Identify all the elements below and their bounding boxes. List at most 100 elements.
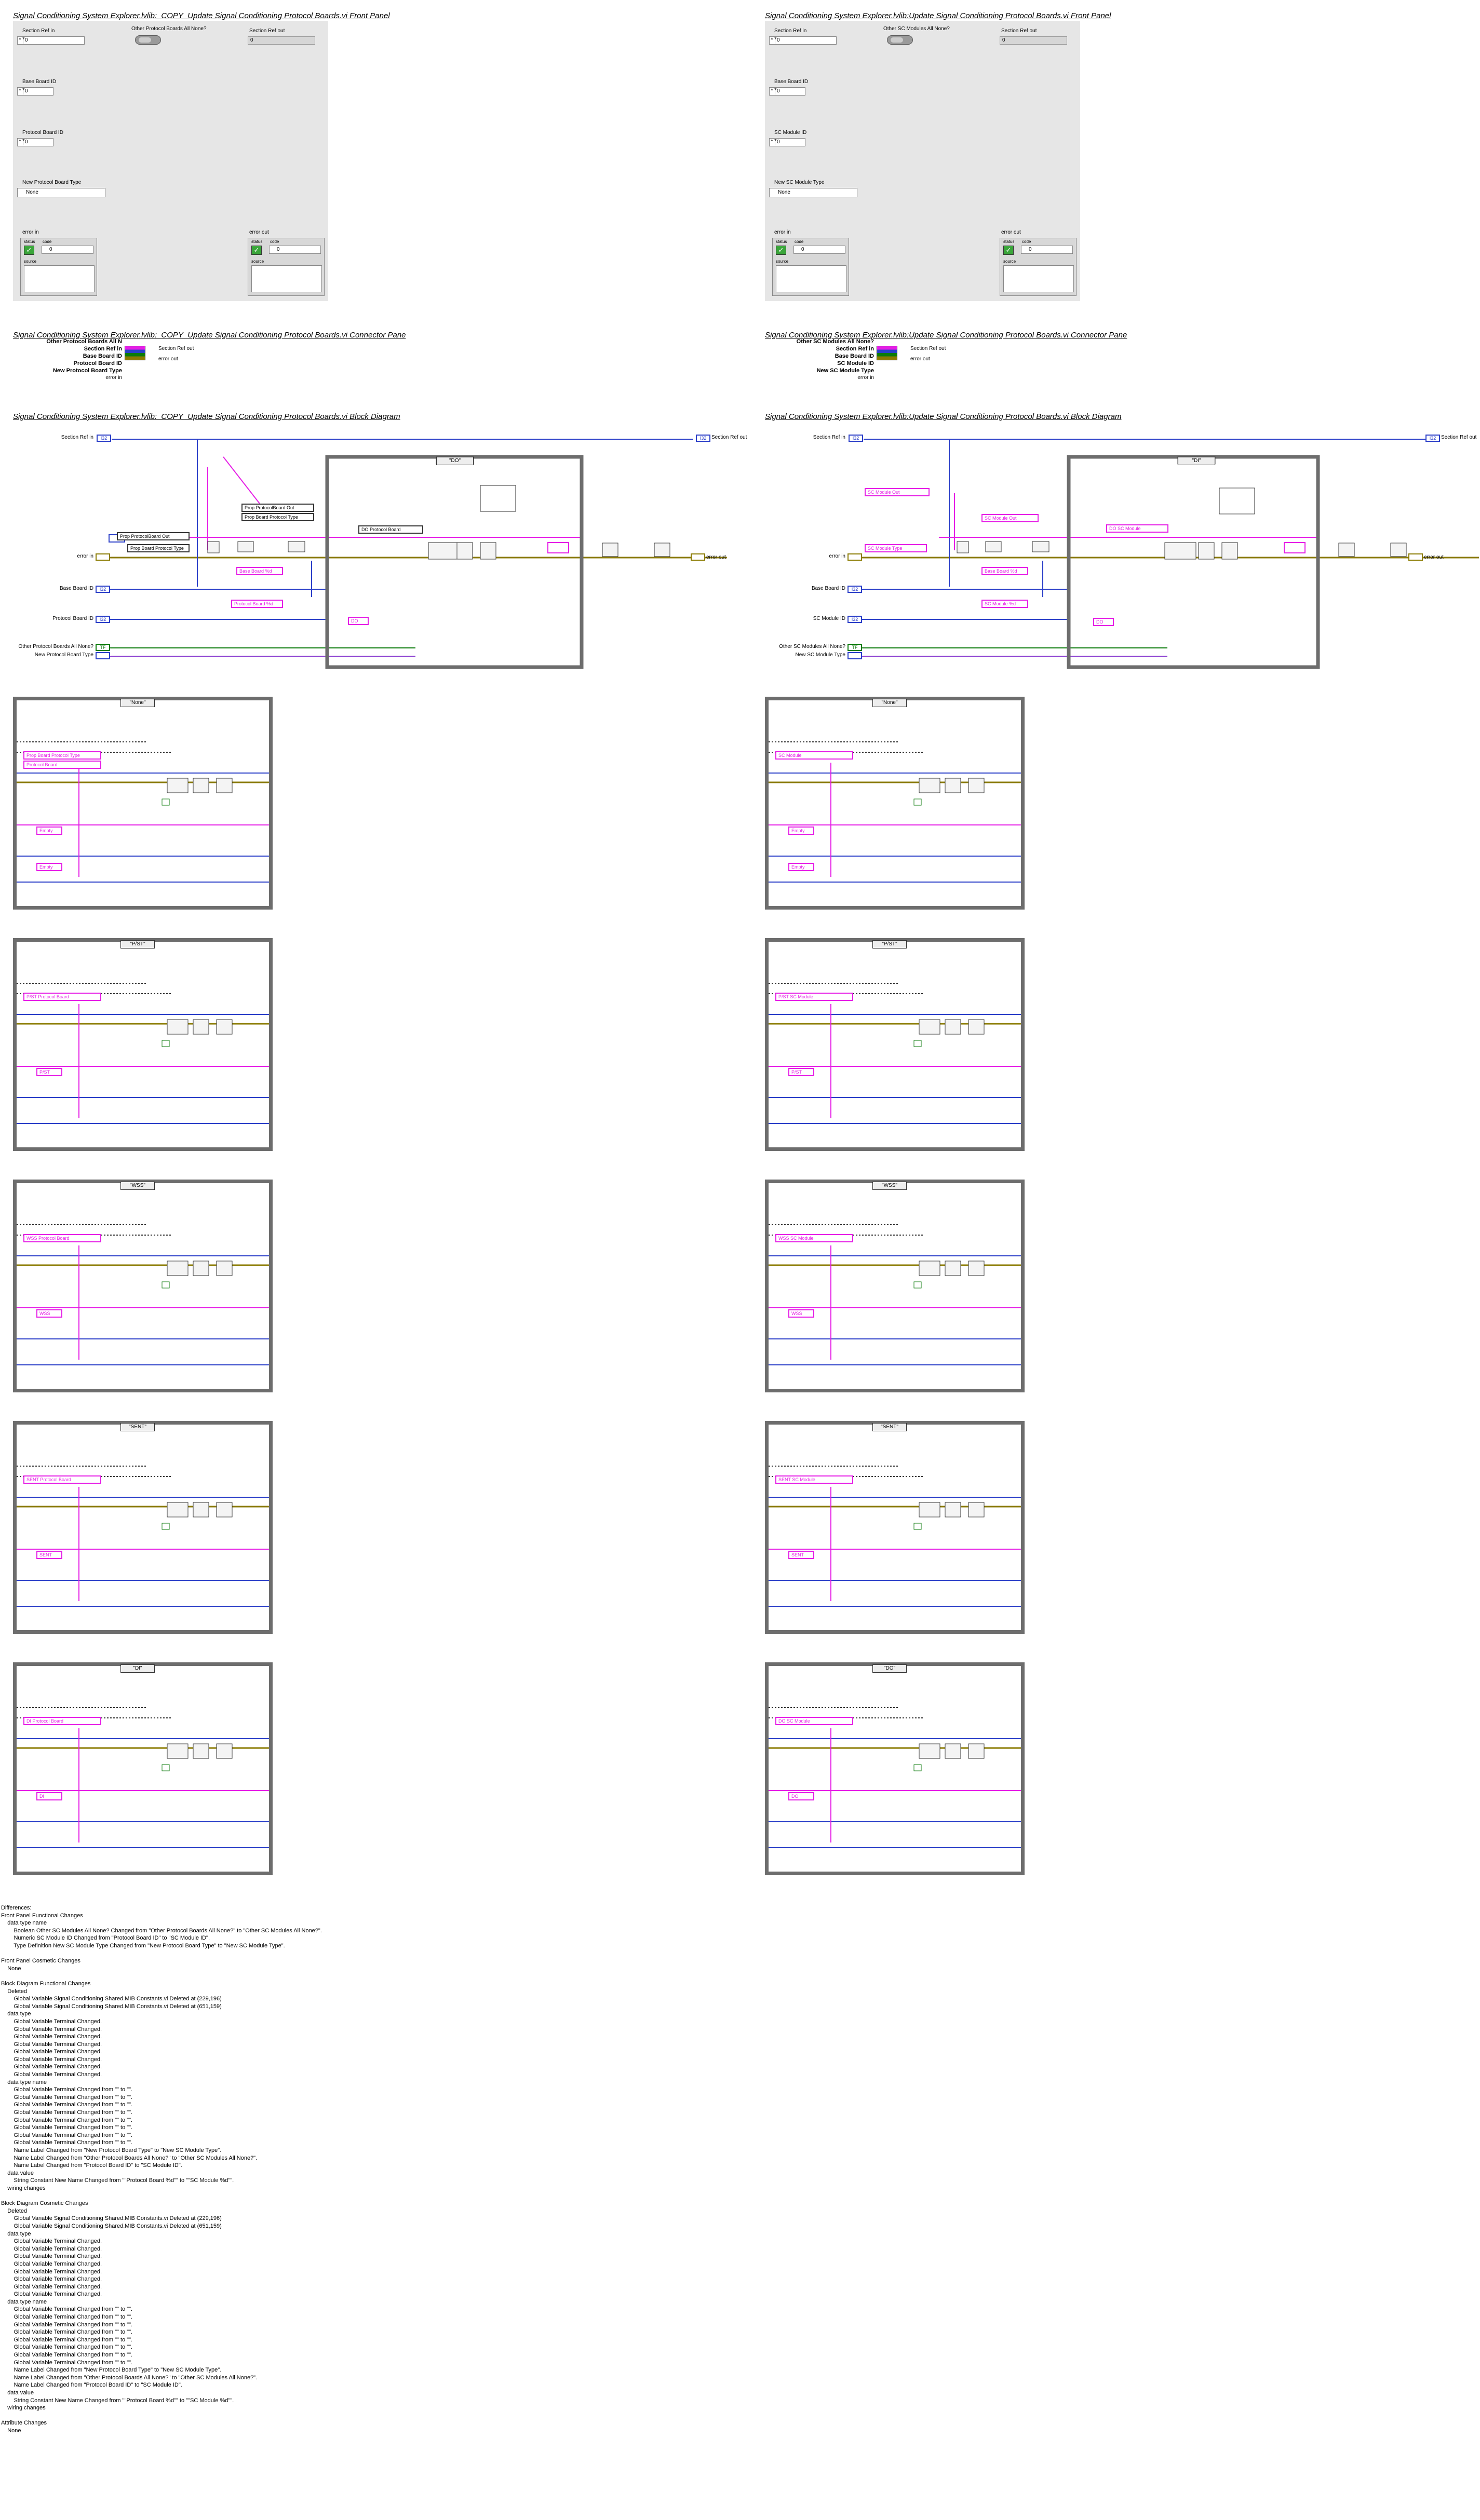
- bd-section-ref-in-label: Section Ref in: [61, 435, 93, 440]
- case-string-constant: P/ST: [788, 1068, 814, 1076]
- section-ref-in-label: Section Ref in: [774, 28, 807, 34]
- case-selector[interactable]: "DI": [120, 1664, 155, 1673]
- type-ring[interactable]: None: [769, 188, 857, 197]
- source-field[interactable]: [776, 265, 846, 292]
- type-label: New Protocol Board Type: [22, 180, 82, 185]
- case-string-constant: Empty: [788, 863, 814, 871]
- case-property-node: SENT Protocol Board: [23, 1475, 101, 1484]
- bd-global-1: SC Module Out: [865, 488, 930, 496]
- cp-label: New Protocol Board Type: [52, 368, 122, 374]
- cp-label: New SC Module Type: [816, 368, 874, 374]
- error-in-cluster[interactable]: status code ✓ 0 source: [20, 238, 97, 296]
- case-property-node: DO SC Module: [775, 1717, 853, 1725]
- case-selector[interactable]: "P/ST": [872, 940, 907, 949]
- cp-label: Section Ref in: [84, 346, 122, 352]
- error-out-cluster: status code ✓ 0 source: [248, 238, 325, 296]
- base-board-id-control[interactable]: ▲▼0: [769, 87, 805, 96]
- connector-icon: [877, 346, 897, 360]
- bd-do-board: DO SC Module: [1106, 524, 1168, 533]
- error-in-cluster[interactable]: status code ✓ 0 source: [772, 238, 849, 296]
- section-ref-out-indicator: 0: [1000, 36, 1067, 45]
- case-frame: "P/ST": [13, 938, 273, 1151]
- case-selector[interactable]: "WSS": [120, 1182, 155, 1190]
- bd-error-out-label: error out: [1424, 554, 1444, 560]
- cp-label: error in: [857, 375, 874, 381]
- section-ref-in-control[interactable]: ▲▼0: [17, 36, 85, 45]
- bd-section-ref-out-terminal: I32: [696, 435, 710, 442]
- bd-const-proto: Protocol Board %d: [231, 600, 283, 608]
- bd-base-board-id-terminal: I32: [96, 586, 110, 593]
- case-wires: [769, 983, 1021, 1124]
- bd-id-terminal: I32: [96, 616, 110, 623]
- cp-label: error in: [105, 375, 122, 381]
- bd-global-2: SC Module Type: [865, 544, 927, 552]
- case-string-constant: Empty: [36, 827, 62, 835]
- source-field: [1003, 265, 1074, 292]
- bd-error-in-terminal: [847, 553, 862, 561]
- status-label: status: [24, 239, 35, 244]
- bd-global-2: Prop Board Protocol Type: [127, 544, 190, 552]
- case-frame: "None": [13, 697, 273, 910]
- type-ring[interactable]: None: [17, 188, 105, 197]
- bd-case-selector[interactable]: "DO": [436, 457, 474, 465]
- error-out-label: error out: [249, 229, 269, 235]
- status-check-icon[interactable]: ✓: [24, 246, 34, 255]
- bd-error-in-label: error in: [829, 553, 845, 559]
- bd-type-terminal: [847, 652, 862, 659]
- cp-label: Protocol Board ID: [73, 360, 122, 367]
- case-wires: [769, 1707, 1021, 1848]
- case-wires: [769, 1224, 1021, 1365]
- all-none-toggle[interactable]: [887, 35, 913, 45]
- code-label: code: [270, 239, 279, 244]
- case-frame: "DI": [13, 1662, 273, 1875]
- cp-label: Section Ref in: [836, 346, 874, 352]
- status-label: status: [251, 239, 263, 244]
- bd-error-out-label: error out: [706, 554, 726, 560]
- case-selector[interactable]: "SENT": [872, 1423, 907, 1431]
- base-board-id-label: Base Board ID: [22, 79, 57, 85]
- bd-const-base: Base Board %d: [236, 567, 283, 575]
- case-selector[interactable]: "P/ST": [120, 940, 155, 949]
- bd-case-selector[interactable]: "DI": [1178, 457, 1215, 465]
- code-field: 0: [1021, 246, 1073, 254]
- section-ref-in-label: Section Ref in: [22, 28, 55, 34]
- bd-do-const: DO: [1093, 618, 1114, 626]
- base-board-id-control[interactable]: ▲▼0: [17, 87, 53, 96]
- left-front-panel: Section Ref in ▲▼0 Other Protocol Boards…: [13, 21, 328, 301]
- status-check-icon: ✓: [251, 246, 262, 255]
- right-block-diagram: [851, 439, 1479, 669]
- code-field[interactable]: 0: [42, 246, 93, 254]
- case-selector[interactable]: "DO": [872, 1664, 907, 1673]
- cp-label: SC Module ID: [837, 360, 874, 367]
- case-selector[interactable]: "None": [872, 699, 907, 707]
- status-label: status: [1003, 239, 1015, 244]
- cp-label: Other SC Modules All None?: [796, 338, 874, 345]
- id-control[interactable]: ▲▼0: [17, 138, 53, 146]
- cp-label: error out: [910, 356, 930, 362]
- status-check-icon[interactable]: ✓: [776, 246, 786, 255]
- case-selector[interactable]: "None": [120, 699, 155, 707]
- case-frame: "WSS": [765, 1180, 1025, 1392]
- code-field[interactable]: 0: [793, 246, 845, 254]
- all-none-toggle[interactable]: [135, 35, 161, 45]
- case-wires: [17, 1707, 269, 1848]
- code-field: 0: [269, 246, 321, 254]
- status-check-icon: ✓: [1003, 246, 1014, 255]
- cp-label: error out: [158, 356, 178, 362]
- id-control[interactable]: ▲▼0: [769, 138, 805, 146]
- cp-label: Section Ref out: [910, 346, 946, 351]
- bd-do-const: DO: [348, 617, 369, 625]
- left-block-diagram-title: Signal Conditioning System Explorer.lvli…: [13, 412, 400, 421]
- right-front-panel: Section Ref in ▲▼0 Other SC Modules All …: [765, 21, 1080, 301]
- case-frame: "DO": [765, 1662, 1025, 1875]
- source-field[interactable]: [24, 265, 95, 292]
- case-selector[interactable]: "SENT": [120, 1423, 155, 1431]
- bd-section-ref-in-label: Section Ref in: [813, 435, 845, 440]
- bd-all-none-label: Other Protocol Boards All None?: [18, 644, 93, 649]
- case-frame: "SENT": [13, 1421, 273, 1634]
- section-ref-in-control[interactable]: ▲▼0: [769, 36, 837, 45]
- case-selector[interactable]: "WSS": [872, 1182, 907, 1190]
- case-string-constant: SENT: [788, 1551, 814, 1559]
- differences-report: Differences: Front Panel Functional Chan…: [1, 1905, 322, 2434]
- case-property-node: P/ST SC Module: [775, 993, 853, 1001]
